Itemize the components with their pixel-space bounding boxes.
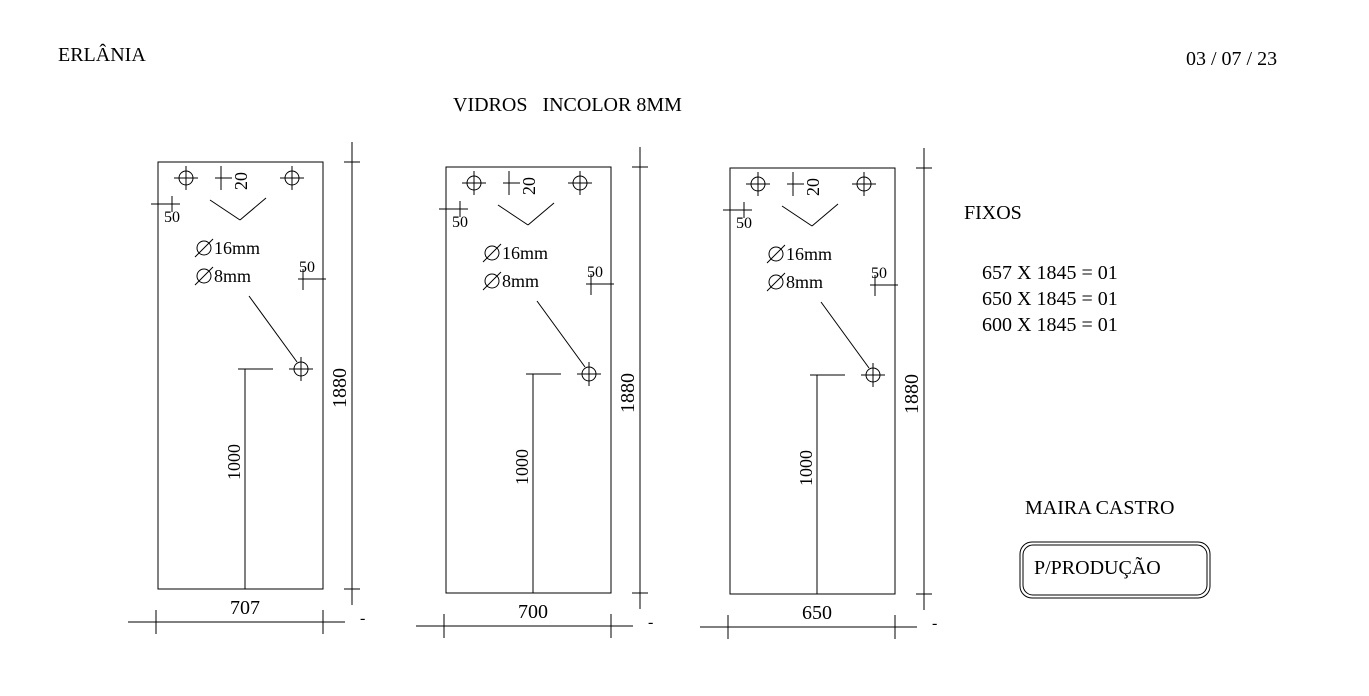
top-hole-right [852,172,876,196]
offset-20-label: 20 [803,178,823,196]
diameter-icon-16 [766,244,786,264]
drawing-title: VIDROS INCOLOR 8MM [453,94,682,116]
diameter-circle [768,246,784,262]
diameter-icon-8 [194,266,214,286]
diameter-icon-16 [482,243,502,263]
fixos-item-3: 600 X 1845 = 01 [982,314,1118,336]
production-stamp: P/PRODUÇÃO [1019,541,1211,599]
dim-1000-label: 1000 [796,450,816,486]
mid-hole [861,363,885,387]
stamp-label: P/PRODUÇÃO [1034,555,1161,579]
fixos-title: FIXOS [964,202,1022,224]
diameter-slash [194,238,214,258]
diameter-slash [766,244,786,264]
dash-mark: - [932,615,937,632]
side-50-label: 50 [587,264,603,281]
hole-16mm-label: 16mm [214,238,260,258]
top-hole-right [568,171,592,195]
diameter-circle [196,268,212,284]
mid-hole [577,362,601,386]
diameter-icon-8 [482,271,502,291]
top-hole-left [174,166,198,190]
mid-hole [289,357,313,381]
edge-50-label: 50 [736,215,752,232]
leader-v-right [527,202,555,226]
date-label: 03 / 07 / 23 [1186,48,1277,70]
dim-1000-label: 1000 [512,449,532,485]
diameter-slash [482,271,502,291]
client-name: ERLÂNIA [58,43,146,66]
dim-1880-label: 1880 [617,373,639,413]
dim-1880-label: 1880 [901,374,923,414]
hole-16mm-label: 16mm [502,243,548,263]
offset-20-label: 20 [231,172,251,190]
panel-outline [157,161,324,590]
diameter-circle [196,240,212,256]
offset-20-label: 20 [519,177,539,195]
hole-8mm-label: 8mm [502,271,539,291]
diameter-circle [484,245,500,261]
dim-width-label: 700 [518,601,548,623]
diameter-icon-8 [766,272,786,292]
diameter-icon-16 [194,238,214,258]
dim-width-label: 707 [230,597,260,619]
leader-v-left [781,205,813,227]
leader-to-mid-hole [820,301,870,369]
leader-v-left [497,204,529,226]
top-hole-right [280,166,304,190]
glass-panel-2: 20 50 16mm 8mm 50 1000 1880 700 - [416,147,653,638]
side-50-label: 50 [871,265,887,282]
hole-8mm-label: 8mm [786,272,823,292]
hole-16mm-label: 16mm [786,244,832,264]
leader-v-right [239,197,267,221]
panel-outline [445,166,612,594]
dash-mark: - [648,614,653,631]
top-hole-left [746,172,770,196]
author-name: MAIRA CASTRO [1025,497,1174,519]
leader-to-mid-hole [536,300,586,368]
leader-to-mid-hole [248,295,298,363]
dim-width-label: 650 [802,602,832,624]
glass-panels: 20 50 16mm 8mm 50 1000 1880 707 - 20 50 16mm 8mm 50 10… [128,142,937,639]
diameter-slash [766,272,786,292]
hole-8mm-label: 8mm [214,266,251,286]
diameter-slash [482,243,502,263]
diameter-circle [484,273,500,289]
panel-outline [729,167,896,595]
dim-1880-label: 1880 [329,368,351,408]
dim-1000-label: 1000 [224,444,244,480]
glass-panel-1: 20 50 16mm 8mm 50 1000 1880 707 - [128,142,365,634]
edge-50-label: 50 [164,209,180,226]
side-50-label: 50 [299,259,315,276]
diameter-slash [194,266,214,286]
leader-v-right [811,203,839,227]
diameter-circle [768,274,784,290]
edge-50-label: 50 [452,214,468,231]
glass-panel-3: 20 50 16mm 8mm 50 1000 1880 650 - [700,148,937,639]
fixos-item-1: 657 X 1845 = 01 [982,262,1118,284]
fixos-item-2: 650 X 1845 = 01 [982,288,1118,310]
dash-mark: - [360,610,365,627]
leader-v-left [209,199,241,221]
top-hole-left [462,171,486,195]
